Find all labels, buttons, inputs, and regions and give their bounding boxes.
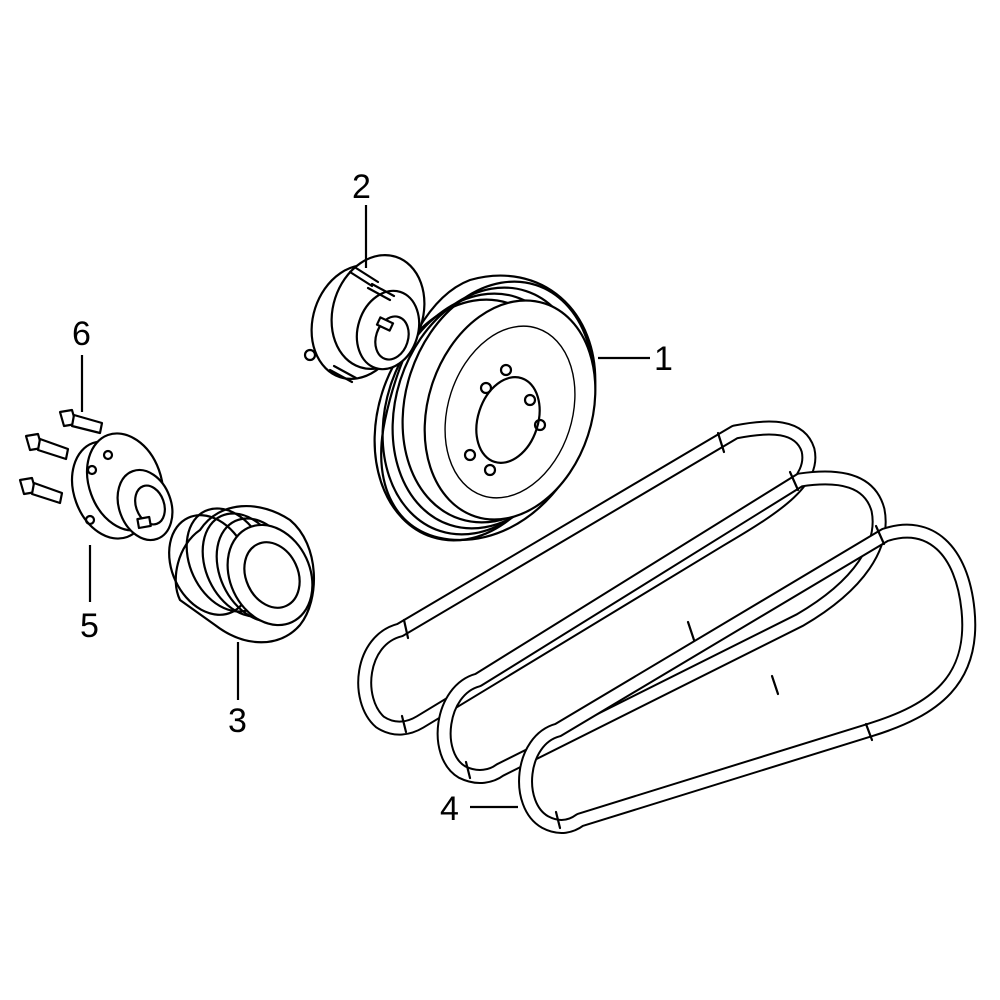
taper-bushing-large [303, 254, 426, 384]
belt-joint-marks [400, 431, 886, 830]
callout-1: 1 [654, 340, 673, 378]
v-belt-middle [436, 470, 887, 784]
callout-2: 2 [352, 168, 371, 206]
callout-5: 5 [80, 607, 99, 645]
v-belt-set [357, 420, 977, 834]
large-pulley [373, 274, 597, 542]
callout-leaders [80, 205, 650, 809]
cap-screw-middle [24, 432, 70, 461]
callout-3: 3 [228, 702, 247, 740]
v-belt-back [357, 420, 817, 736]
bushing-pins [303, 266, 396, 384]
v-belt-front [518, 523, 977, 834]
small-pulley [168, 504, 315, 644]
cap-screw-top [58, 408, 104, 435]
bolt-holes [463, 363, 547, 477]
cap-screws [18, 408, 104, 505]
taper-bushing-small [70, 432, 174, 542]
cap-screw-bottom [18, 476, 64, 505]
callout-numbers: 1 2 3 4 5 6 [72, 168, 673, 828]
callout-4: 4 [440, 790, 459, 828]
callout-6: 6 [72, 315, 91, 353]
